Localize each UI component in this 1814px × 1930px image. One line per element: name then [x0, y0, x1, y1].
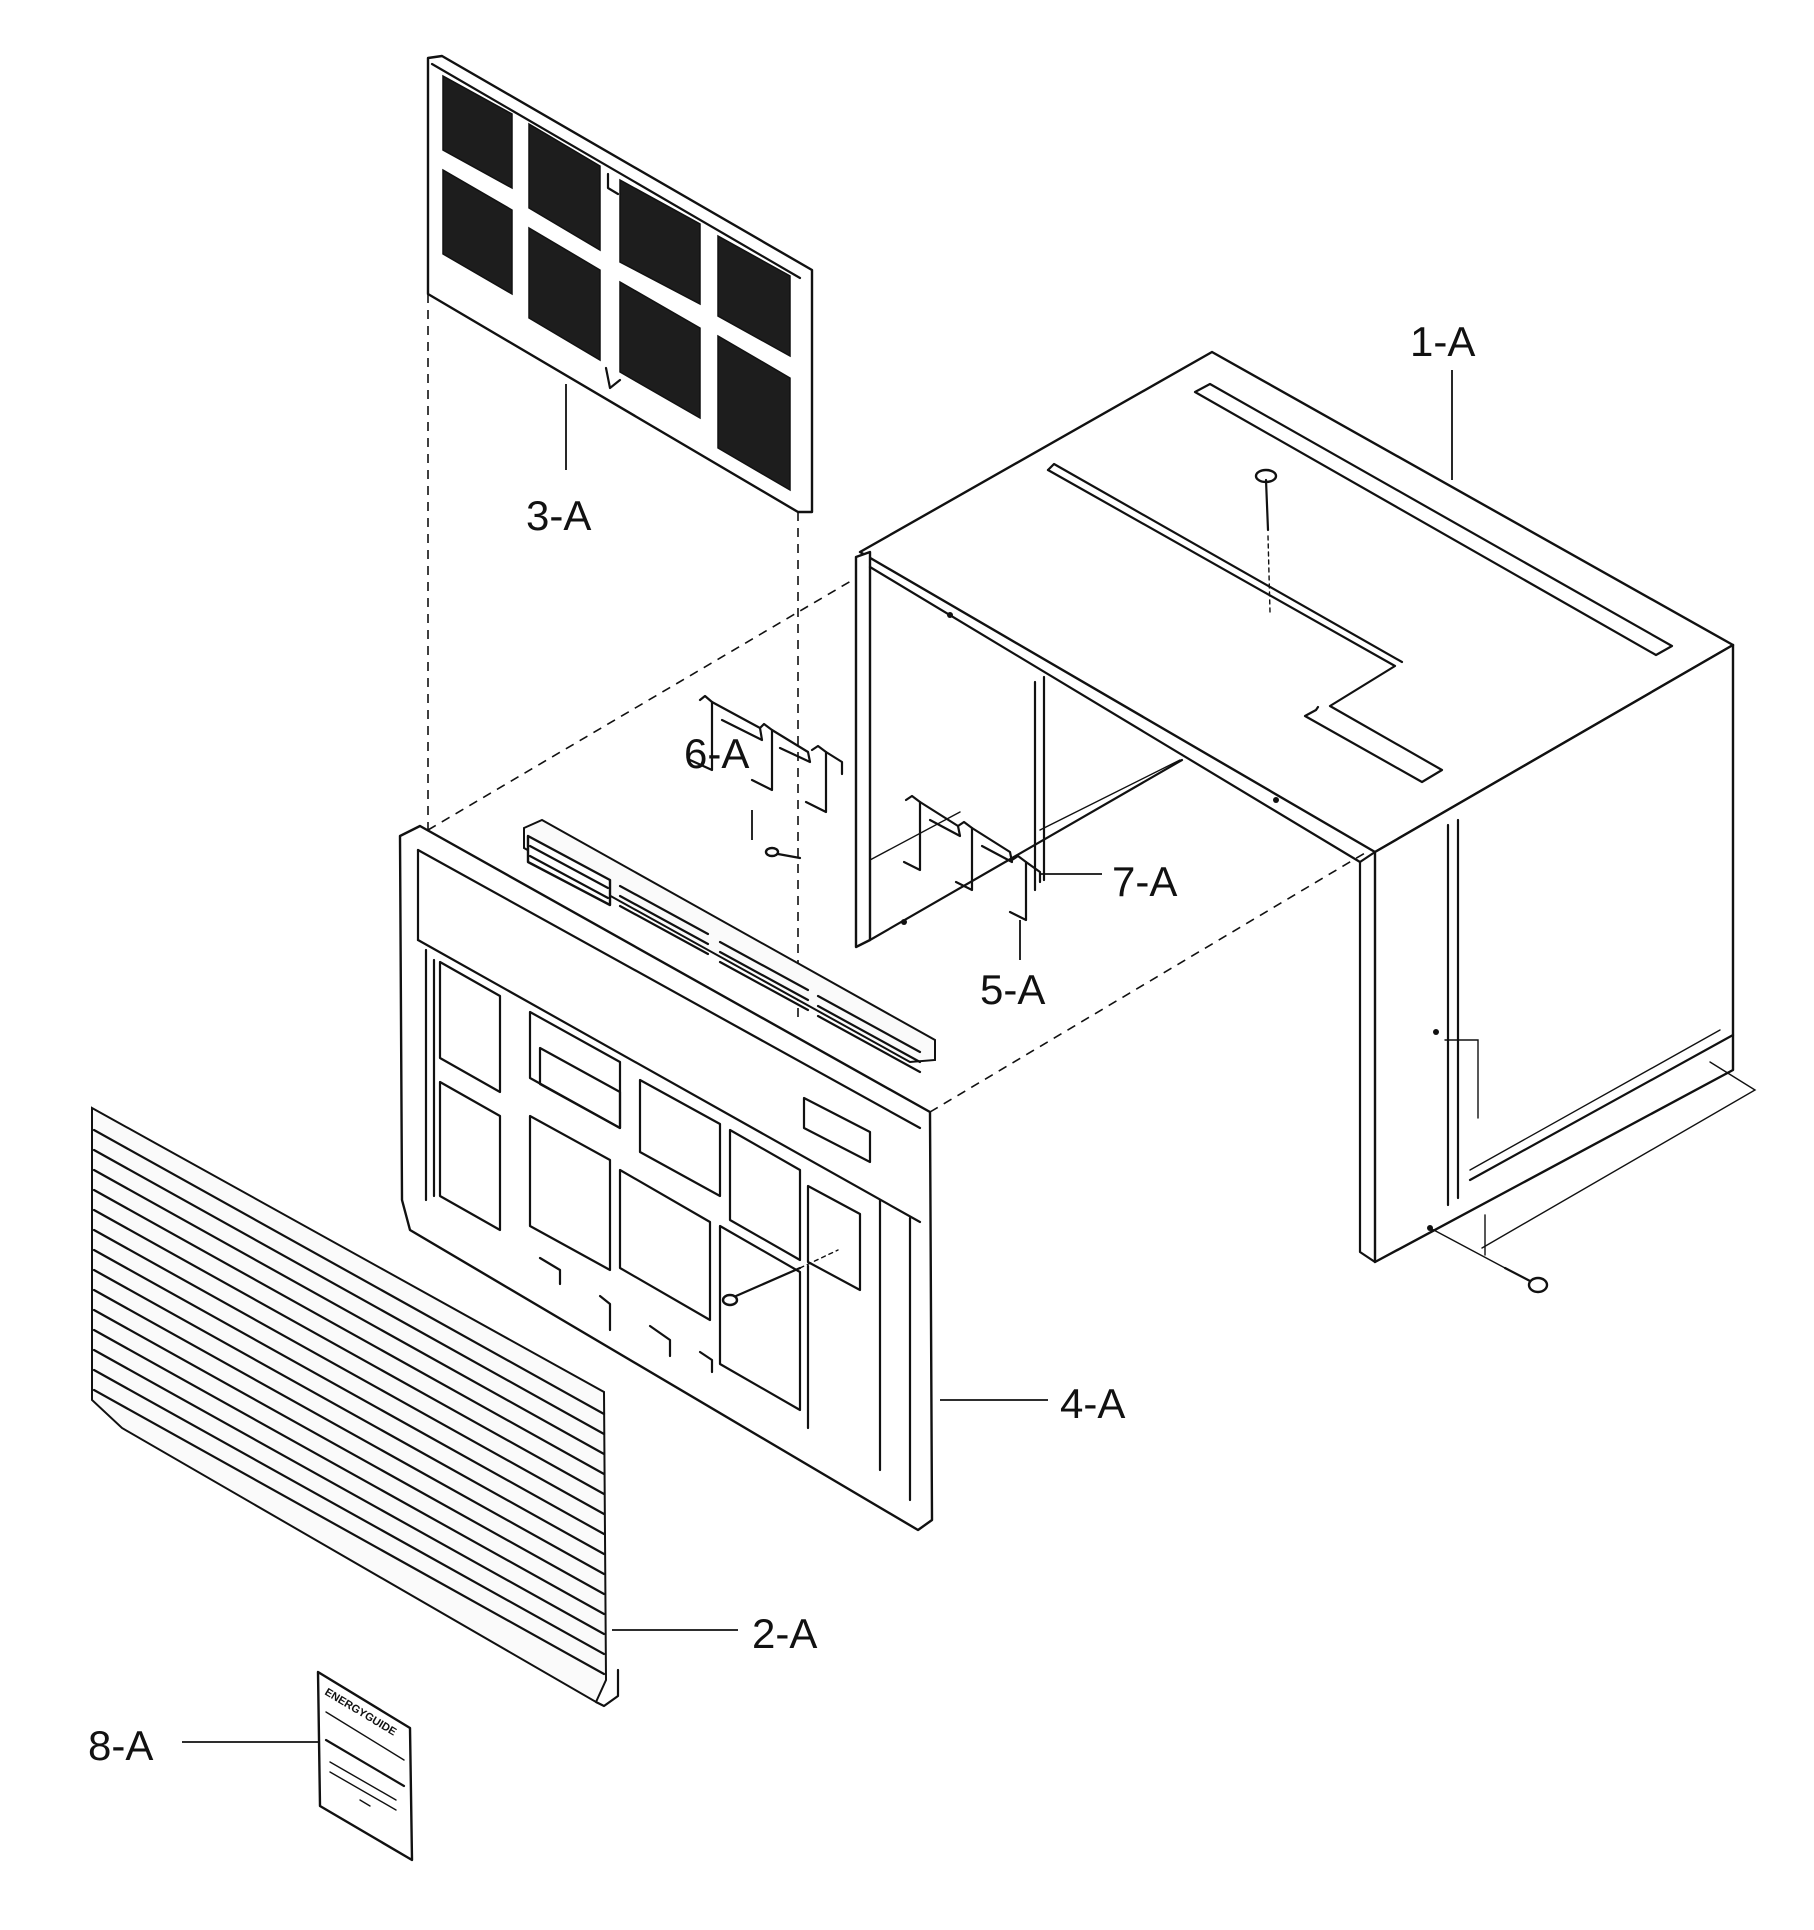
- screw-icon: [721, 1249, 839, 1307]
- label-1-A: 1-A: [1410, 318, 1475, 365]
- label-4-A: 4-A: [1060, 1380, 1125, 1427]
- front-grille-part: [91, 1106, 620, 1708]
- label-8-A: 8-A: [88, 1722, 153, 1769]
- screw-icon: [1254, 468, 1278, 613]
- label-6-A: 6-A: [684, 730, 749, 777]
- front-panel-part: [398, 824, 934, 1532]
- label-5-A: 5-A: [980, 966, 1045, 1013]
- bracket-set-left: [688, 694, 844, 814]
- projection-lines: [427, 294, 1371, 1113]
- leader-lines: [182, 370, 1453, 1743]
- energy-guide-label-part: ENERGYGUIDE: [316, 1670, 414, 1862]
- grille-louvers: [92, 1128, 606, 1676]
- screw-icon: [1429, 1227, 1549, 1294]
- air-filter-part: [426, 54, 814, 514]
- label-3-A: 3-A: [526, 492, 591, 539]
- label-7-A: 7-A: [1112, 858, 1177, 905]
- bracket-set-right: [902, 794, 1042, 922]
- cabinet-part: [854, 350, 1757, 1294]
- air-vent-louver-part: [523, 818, 936, 1074]
- screw-icon: [764, 846, 802, 860]
- label-2-A: 2-A: [752, 1610, 817, 1657]
